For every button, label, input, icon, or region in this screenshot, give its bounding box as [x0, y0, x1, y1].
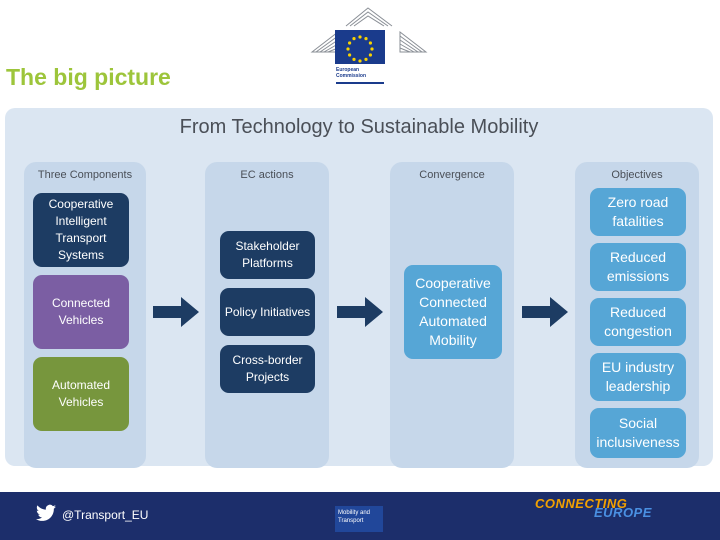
- logo-underline: [336, 82, 384, 84]
- convergence-ccam: Cooperative Connected Automated Mobility: [404, 265, 502, 359]
- diagram-title: From Technology to Sustainable Mobility: [179, 116, 539, 138]
- action-stakeholder-platforms: Stakeholder Platforms: [220, 231, 315, 279]
- objective-reduced-emissions: Reduced emissions: [590, 243, 686, 291]
- logo-line-2: Commission: [336, 73, 367, 79]
- objective-reduced-congestion: Reduced congestion: [590, 298, 686, 346]
- badge-line-1: Mobility and: [338, 510, 371, 516]
- european-commission-logo-icon: [310, 7, 428, 53]
- mobility-transport-badge: Mobility and Transport: [335, 506, 383, 532]
- component-automated-vehicles: Automated Vehicles: [33, 357, 129, 431]
- objective-eu-industry-leadership: EU industry leadership: [590, 353, 686, 401]
- twitter-bird-icon[interactable]: [36, 504, 56, 522]
- objective-social-inclusiveness: Social inclusiveness: [590, 408, 686, 458]
- component-c-its: Cooperative Intelligent Transport System…: [33, 193, 129, 267]
- column-heading: Convergence: [419, 169, 485, 181]
- column-heading: Three Components: [37, 169, 133, 181]
- arrow-right-icon: [337, 297, 383, 327]
- column-heading: Objectives: [611, 169, 663, 181]
- connecting-europe-logo-line-1: CONNECTING: [535, 496, 628, 511]
- logo-line-1: European: [336, 67, 360, 73]
- objective-zero-fatalities: Zero road fatalities: [590, 188, 686, 236]
- component-connected-vehicles: Connected Vehicles: [33, 275, 129, 349]
- action-policy-initiatives: Policy Initiatives: [220, 288, 315, 336]
- logo-wordmark: European Commission: [336, 67, 396, 79]
- column-heading: EC actions: [240, 169, 294, 181]
- arrow-right-icon: [153, 297, 199, 327]
- badge-line-2: Transport: [338, 518, 364, 524]
- connecting-europe-logo-line-2: EUROPE: [594, 505, 652, 520]
- action-cross-border-projects: Cross-border Projects: [220, 345, 315, 393]
- eu-flag-icon: [335, 30, 385, 64]
- twitter-handle-link[interactable]: @Transport_EU: [62, 508, 149, 522]
- arrow-right-icon: [522, 297, 568, 327]
- page-title: The big picture: [6, 64, 171, 90]
